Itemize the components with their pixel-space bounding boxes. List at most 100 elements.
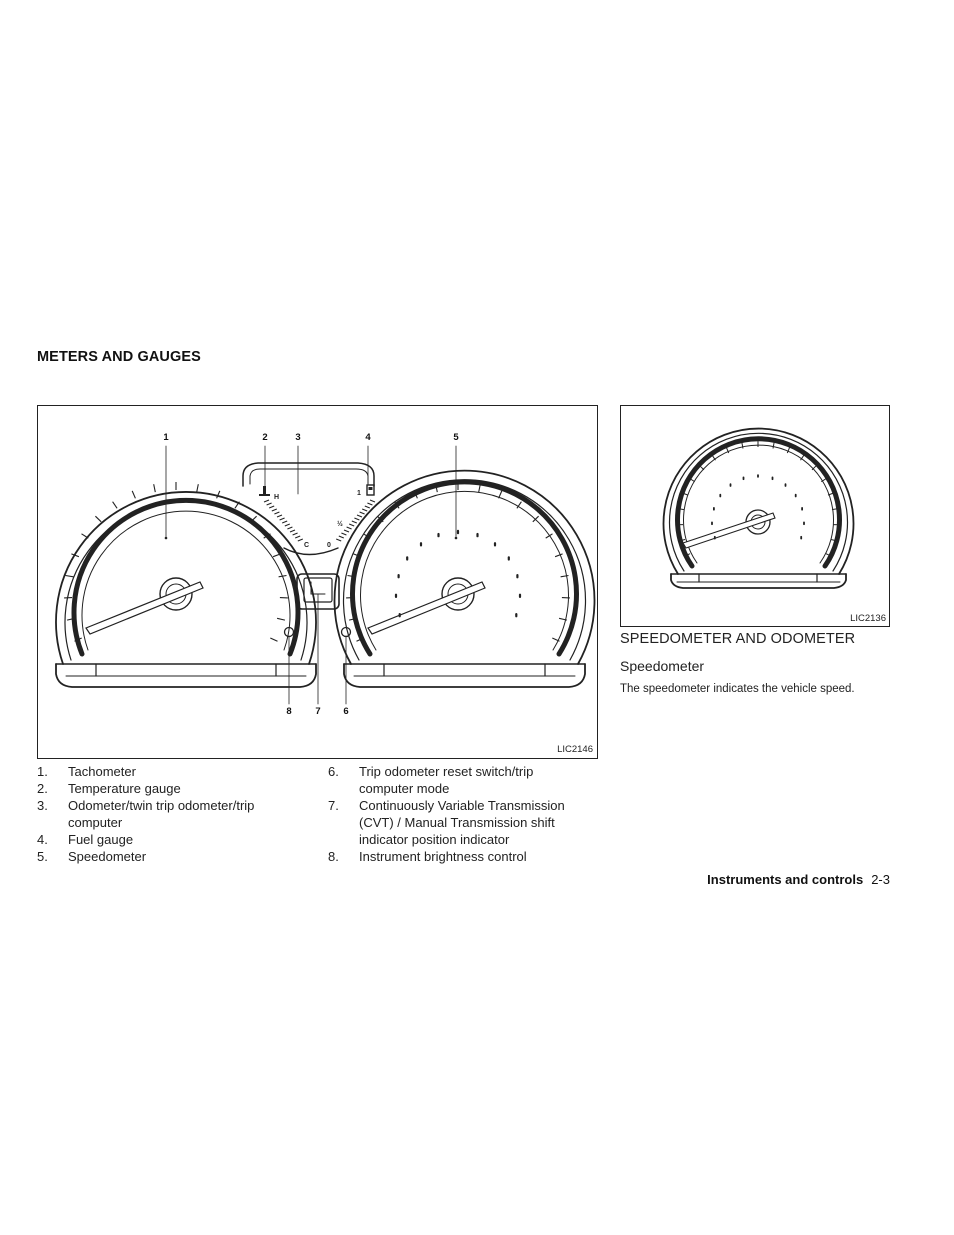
tick-mark (71, 553, 80, 558)
tick-mark (786, 447, 791, 454)
callout-4: 4 (365, 432, 371, 443)
tick-mark (711, 454, 716, 461)
tick-mark (772, 442, 775, 449)
numeral-mark (515, 613, 518, 618)
tick-mark (394, 501, 400, 509)
legend-left: 1.Tachometer 2.Temperature gauge 3.Odome… (37, 763, 277, 865)
numeral-mark (794, 493, 797, 498)
tick-mark (725, 447, 730, 454)
tick-mark (560, 574, 569, 578)
tachometer-ticks (64, 482, 288, 642)
gauge-segment (359, 511, 365, 515)
numeral-mark (516, 574, 519, 579)
tick-mark (66, 617, 76, 621)
tick-mark (558, 617, 568, 621)
temperature-gauge-bar (263, 499, 303, 542)
list-item: 6.Trip odometer reset switch/trip comput… (328, 764, 534, 796)
fuel-pump-icon (366, 484, 375, 496)
speedometer-numerals (711, 474, 805, 540)
gauge-segment (356, 514, 363, 518)
gauge-segment (269, 505, 275, 509)
gauge-segment (295, 535, 301, 539)
list-item: 3.Odometer/twin trip odometer/trip compu… (37, 798, 255, 830)
tick-mark (478, 484, 481, 493)
list-item: 1.Tachometer (37, 764, 136, 779)
tick-mark (348, 617, 358, 621)
tick-mark (131, 490, 136, 499)
tick-mark (278, 574, 287, 578)
numeral-mark (711, 521, 713, 526)
fuel-gauge-bar (336, 499, 376, 542)
numeral-mark (801, 507, 803, 511)
tick-mark (552, 637, 560, 642)
numeral-mark (729, 483, 732, 487)
tick-mark (554, 553, 563, 558)
tick-mark (682, 492, 689, 496)
gauge-segment (282, 520, 288, 524)
gauge-segment (266, 502, 272, 506)
tick-mark (516, 501, 522, 509)
tick-mark (825, 553, 832, 557)
tick-mark (276, 617, 286, 621)
gauge-segment (279, 517, 285, 521)
callout-3: 3 (295, 432, 300, 443)
tick-mark (74, 637, 82, 642)
fuel-half-mark: ½ (337, 520, 343, 528)
numeral-mark (397, 574, 400, 579)
tick-mark (811, 465, 817, 471)
tick-mark (270, 637, 278, 642)
numeral-mark (757, 474, 759, 478)
tick-mark (830, 539, 837, 542)
numeral-mark (719, 493, 722, 498)
callout-6: 6 (343, 706, 348, 717)
tick-mark (272, 553, 281, 558)
numeral-mark (419, 542, 423, 547)
figure-id: LIC2146 (557, 744, 593, 755)
gauge-segment (292, 532, 298, 536)
list-item: 8.Instrument brightness control (328, 849, 527, 864)
numeral-mark (784, 483, 787, 487)
speedometer-ticks (676, 441, 840, 557)
tick-mark (95, 515, 102, 523)
numeral-mark (507, 556, 510, 561)
gauge-segment (364, 505, 370, 509)
gauge-segment (274, 511, 280, 515)
speedometer-ticks (346, 482, 570, 642)
gauge-segment (276, 514, 283, 518)
tick-mark (153, 484, 156, 493)
callout-5: 5 (453, 432, 459, 443)
temperature-icon (259, 486, 270, 496)
gauge-segment (289, 529, 296, 533)
list-item: 4.Fuel gauge (37, 832, 134, 847)
callout-1: 1 (163, 432, 169, 443)
list-item: 7.Continuously Variable Transmission (CV… (328, 798, 565, 847)
tick-mark (356, 637, 364, 642)
gauge-segment (346, 526, 352, 530)
numeral-mark (713, 507, 715, 511)
numeral-mark (456, 529, 460, 535)
gauge-segment (263, 499, 270, 503)
tick-mark (532, 515, 539, 523)
numeral-mark (406, 556, 409, 561)
numeral-mark (493, 542, 497, 547)
gauge-segment (341, 532, 347, 536)
tick-mark (353, 553, 362, 558)
tick-mark (699, 465, 705, 471)
figure-id: LIC2136 (850, 613, 886, 624)
legend-right: 6.Trip odometer reset switch/trip comput… (328, 763, 573, 865)
tick-mark (545, 533, 553, 539)
tick-mark (684, 553, 691, 557)
tick-mark (831, 508, 838, 511)
gauge-segment (343, 529, 350, 533)
numeral-mark (803, 521, 805, 526)
gauge-segment (367, 502, 373, 506)
gauge-segment (287, 526, 293, 530)
speedometer-odometer-heading: SPEEDOMETER AND ODOMETER (620, 631, 856, 647)
tick-mark (827, 492, 834, 496)
tick-mark (234, 501, 240, 509)
tick-mark (363, 533, 371, 539)
list-item: 5.Speedometer (37, 849, 147, 864)
tick-mark (498, 490, 503, 499)
gauge-segment (271, 508, 277, 512)
numeral-mark (713, 535, 716, 540)
